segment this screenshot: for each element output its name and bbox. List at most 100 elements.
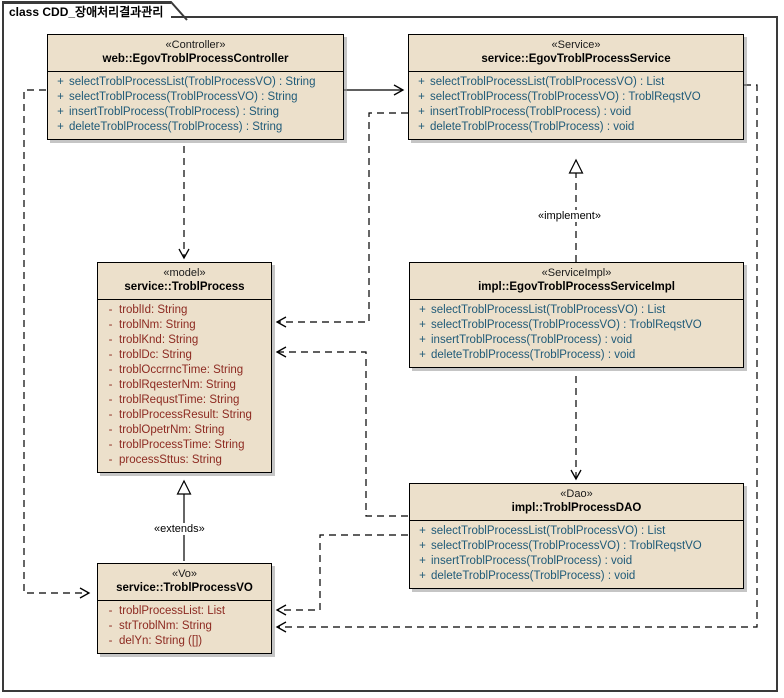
member-text: selectTroblProcessList(TroblProcessVO) :…: [431, 525, 666, 537]
class-members-controller: + selectTroblProcessList(TroblProcessVO)…: [48, 72, 343, 139]
class-header-service: «Service» service::EgovTroblProcessServi…: [409, 35, 743, 72]
member-text: troblDc: String: [119, 349, 192, 361]
visibility-marker: +: [418, 106, 425, 118]
visibility-marker: +: [419, 540, 426, 552]
visibility-marker: -: [108, 409, 113, 421]
class-stereotype: «Service»: [551, 39, 601, 51]
class-name: service::TroblProcess: [124, 281, 245, 293]
member-text: selectTroblProcess(TroblProcessVO) : Tro…: [431, 540, 702, 552]
class-member: + insertTroblProcess(TroblProcess) : voi…: [409, 105, 743, 120]
visibility-marker: -: [108, 394, 113, 406]
member-text: deleteTroblProcess(TroblProcess) : Strin…: [69, 121, 283, 133]
class-header-vo: «Vo» service::TroblProcessVO: [98, 564, 271, 601]
class-member: - troblRequstTime: String: [98, 393, 271, 408]
visibility-marker: -: [108, 454, 113, 466]
class-members-service: + selectTroblProcessList(TroblProcessVO)…: [409, 72, 743, 139]
class-name: web::EgovTroblProcessController: [102, 53, 289, 65]
member-text: insertTroblProcess(TroblProcess) : void: [430, 106, 632, 118]
member-text: insertTroblProcess(TroblProcess) : Strin…: [69, 106, 280, 118]
class-member: - delYn: String ([]): [98, 634, 271, 649]
member-text: delYn: String ([]): [119, 635, 203, 647]
class-member: + deleteTroblProcess(TroblProcess) : voi…: [409, 120, 743, 135]
diagram-frame: [2, 16, 778, 692]
class-member: + insertTroblProcess(TroblProcess) : voi…: [410, 554, 743, 569]
class-member: + insertTroblProcess(TroblProcess) : Str…: [48, 105, 343, 120]
class-members-model: - troblId: String - troblNm: String - tr…: [98, 300, 271, 472]
visibility-marker: +: [419, 319, 426, 331]
class-member: - troblId: String: [98, 303, 271, 318]
class-header-controller: «Controller» web::EgovTroblProcessContro…: [48, 35, 343, 72]
class-stereotype: «ServiceImpl»: [541, 267, 612, 279]
class-box-service[interactable]: «Service» service::EgovTroblProcessServi…: [408, 34, 744, 140]
visibility-marker: -: [108, 424, 113, 436]
class-member: - troblKnd: String: [98, 333, 271, 348]
member-text: strTroblNm: String: [119, 620, 212, 632]
member-text: troblId: String: [119, 304, 188, 316]
class-stereotype: «Vo»: [171, 568, 198, 580]
class-member: - processSttus: String: [98, 453, 271, 468]
visibility-marker: +: [419, 525, 426, 537]
visibility-marker: +: [418, 121, 425, 133]
class-name: service::EgovTroblProcessService: [481, 53, 671, 65]
class-box-controller[interactable]: «Controller» web::EgovTroblProcessContro…: [47, 34, 344, 140]
class-member: - troblOccrrncTime: String: [98, 363, 271, 378]
class-box-vo[interactable]: «Vo» service::TroblProcessVO - troblProc…: [97, 563, 272, 654]
class-member: + selectTroblProcess(TroblProcessVO) : S…: [48, 90, 343, 105]
member-text: troblOpetrNm: String: [119, 424, 225, 436]
member-text: deleteTroblProcess(TroblProcess) : void: [431, 570, 636, 582]
member-text: troblProcessTime: String: [119, 439, 245, 451]
class-name: service::TroblProcessVO: [116, 582, 253, 594]
class-member: - troblDc: String: [98, 348, 271, 363]
visibility-marker: -: [108, 620, 113, 632]
class-member: - troblProcessTime: String: [98, 438, 271, 453]
class-member: + selectTroblProcessList(TroblProcessVO)…: [410, 524, 743, 539]
visibility-marker: -: [108, 635, 113, 647]
class-member: + selectTroblProcess(TroblProcessVO) : T…: [410, 539, 743, 554]
visibility-marker: +: [57, 76, 64, 88]
visibility-marker: +: [418, 76, 425, 88]
member-text: troblProcessResult: String: [119, 409, 252, 421]
member-text: selectTroblProcess(TroblProcessVO) : Str…: [69, 91, 298, 103]
visibility-marker: +: [419, 349, 426, 361]
visibility-marker: -: [108, 304, 113, 316]
visibility-marker: +: [419, 570, 426, 582]
class-box-model[interactable]: «model» service::TroblProcess - troblId:…: [97, 262, 272, 473]
member-text: selectTroblProcessList(TroblProcessVO) :…: [69, 76, 316, 88]
member-text: troblRequstTime: String: [119, 394, 240, 406]
visibility-marker: -: [108, 349, 113, 361]
visibility-marker: -: [108, 439, 113, 451]
class-member: - troblRqesterNm: String: [98, 378, 271, 393]
member-text: troblRqesterNm: String: [119, 379, 236, 391]
member-text: troblNm: String: [119, 319, 196, 331]
class-name: impl::TroblProcessDAO: [511, 502, 642, 514]
class-member: + deleteTroblProcess(TroblProcess) : Str…: [48, 120, 343, 135]
page-title: class CDD_장애처리결과관리: [9, 5, 164, 19]
class-member: + selectTroblProcessList(TroblProcessVO)…: [409, 75, 743, 90]
class-stereotype: «Controller»: [165, 39, 226, 51]
visibility-marker: +: [418, 91, 425, 103]
member-text: deleteTroblProcess(TroblProcess) : void: [430, 121, 635, 133]
visibility-marker: +: [419, 555, 426, 567]
class-member: - troblProcessResult: String: [98, 408, 271, 423]
class-header-dao: «Dao» impl::TroblProcessDAO: [410, 484, 743, 521]
class-stereotype: «model»: [163, 267, 206, 279]
class-member: + selectTroblProcess(TroblProcessVO) : T…: [410, 318, 743, 333]
class-box-serviceimpl[interactable]: «ServiceImpl» impl::EgovTroblProcessServ…: [409, 262, 744, 368]
class-box-dao[interactable]: «Dao» impl::TroblProcessDAO + selectTrob…: [409, 483, 744, 589]
class-member: - troblOpetrNm: String: [98, 423, 271, 438]
member-text: selectTroblProcess(TroblProcessVO) : Tro…: [431, 319, 702, 331]
class-member: + selectTroblProcess(TroblProcessVO) : T…: [409, 90, 743, 105]
class-members-vo: - troblProcessList: List - strTroblNm: S…: [98, 601, 271, 653]
member-text: selectTroblProcessList(TroblProcessVO) :…: [431, 304, 666, 316]
class-member: - troblNm: String: [98, 318, 271, 333]
visibility-marker: -: [108, 319, 113, 331]
class-member: + deleteTroblProcess(TroblProcess) : voi…: [410, 348, 743, 363]
class-member: + insertTroblProcess(TroblProcess) : voi…: [410, 333, 743, 348]
member-text: processSttus: String: [119, 454, 222, 466]
visibility-marker: +: [57, 91, 64, 103]
visibility-marker: +: [419, 304, 426, 316]
member-text: insertTroblProcess(TroblProcess) : void: [431, 334, 633, 346]
class-member: + selectTroblProcessList(TroblProcessVO)…: [410, 303, 743, 318]
class-header-model: «model» service::TroblProcess: [98, 263, 271, 300]
